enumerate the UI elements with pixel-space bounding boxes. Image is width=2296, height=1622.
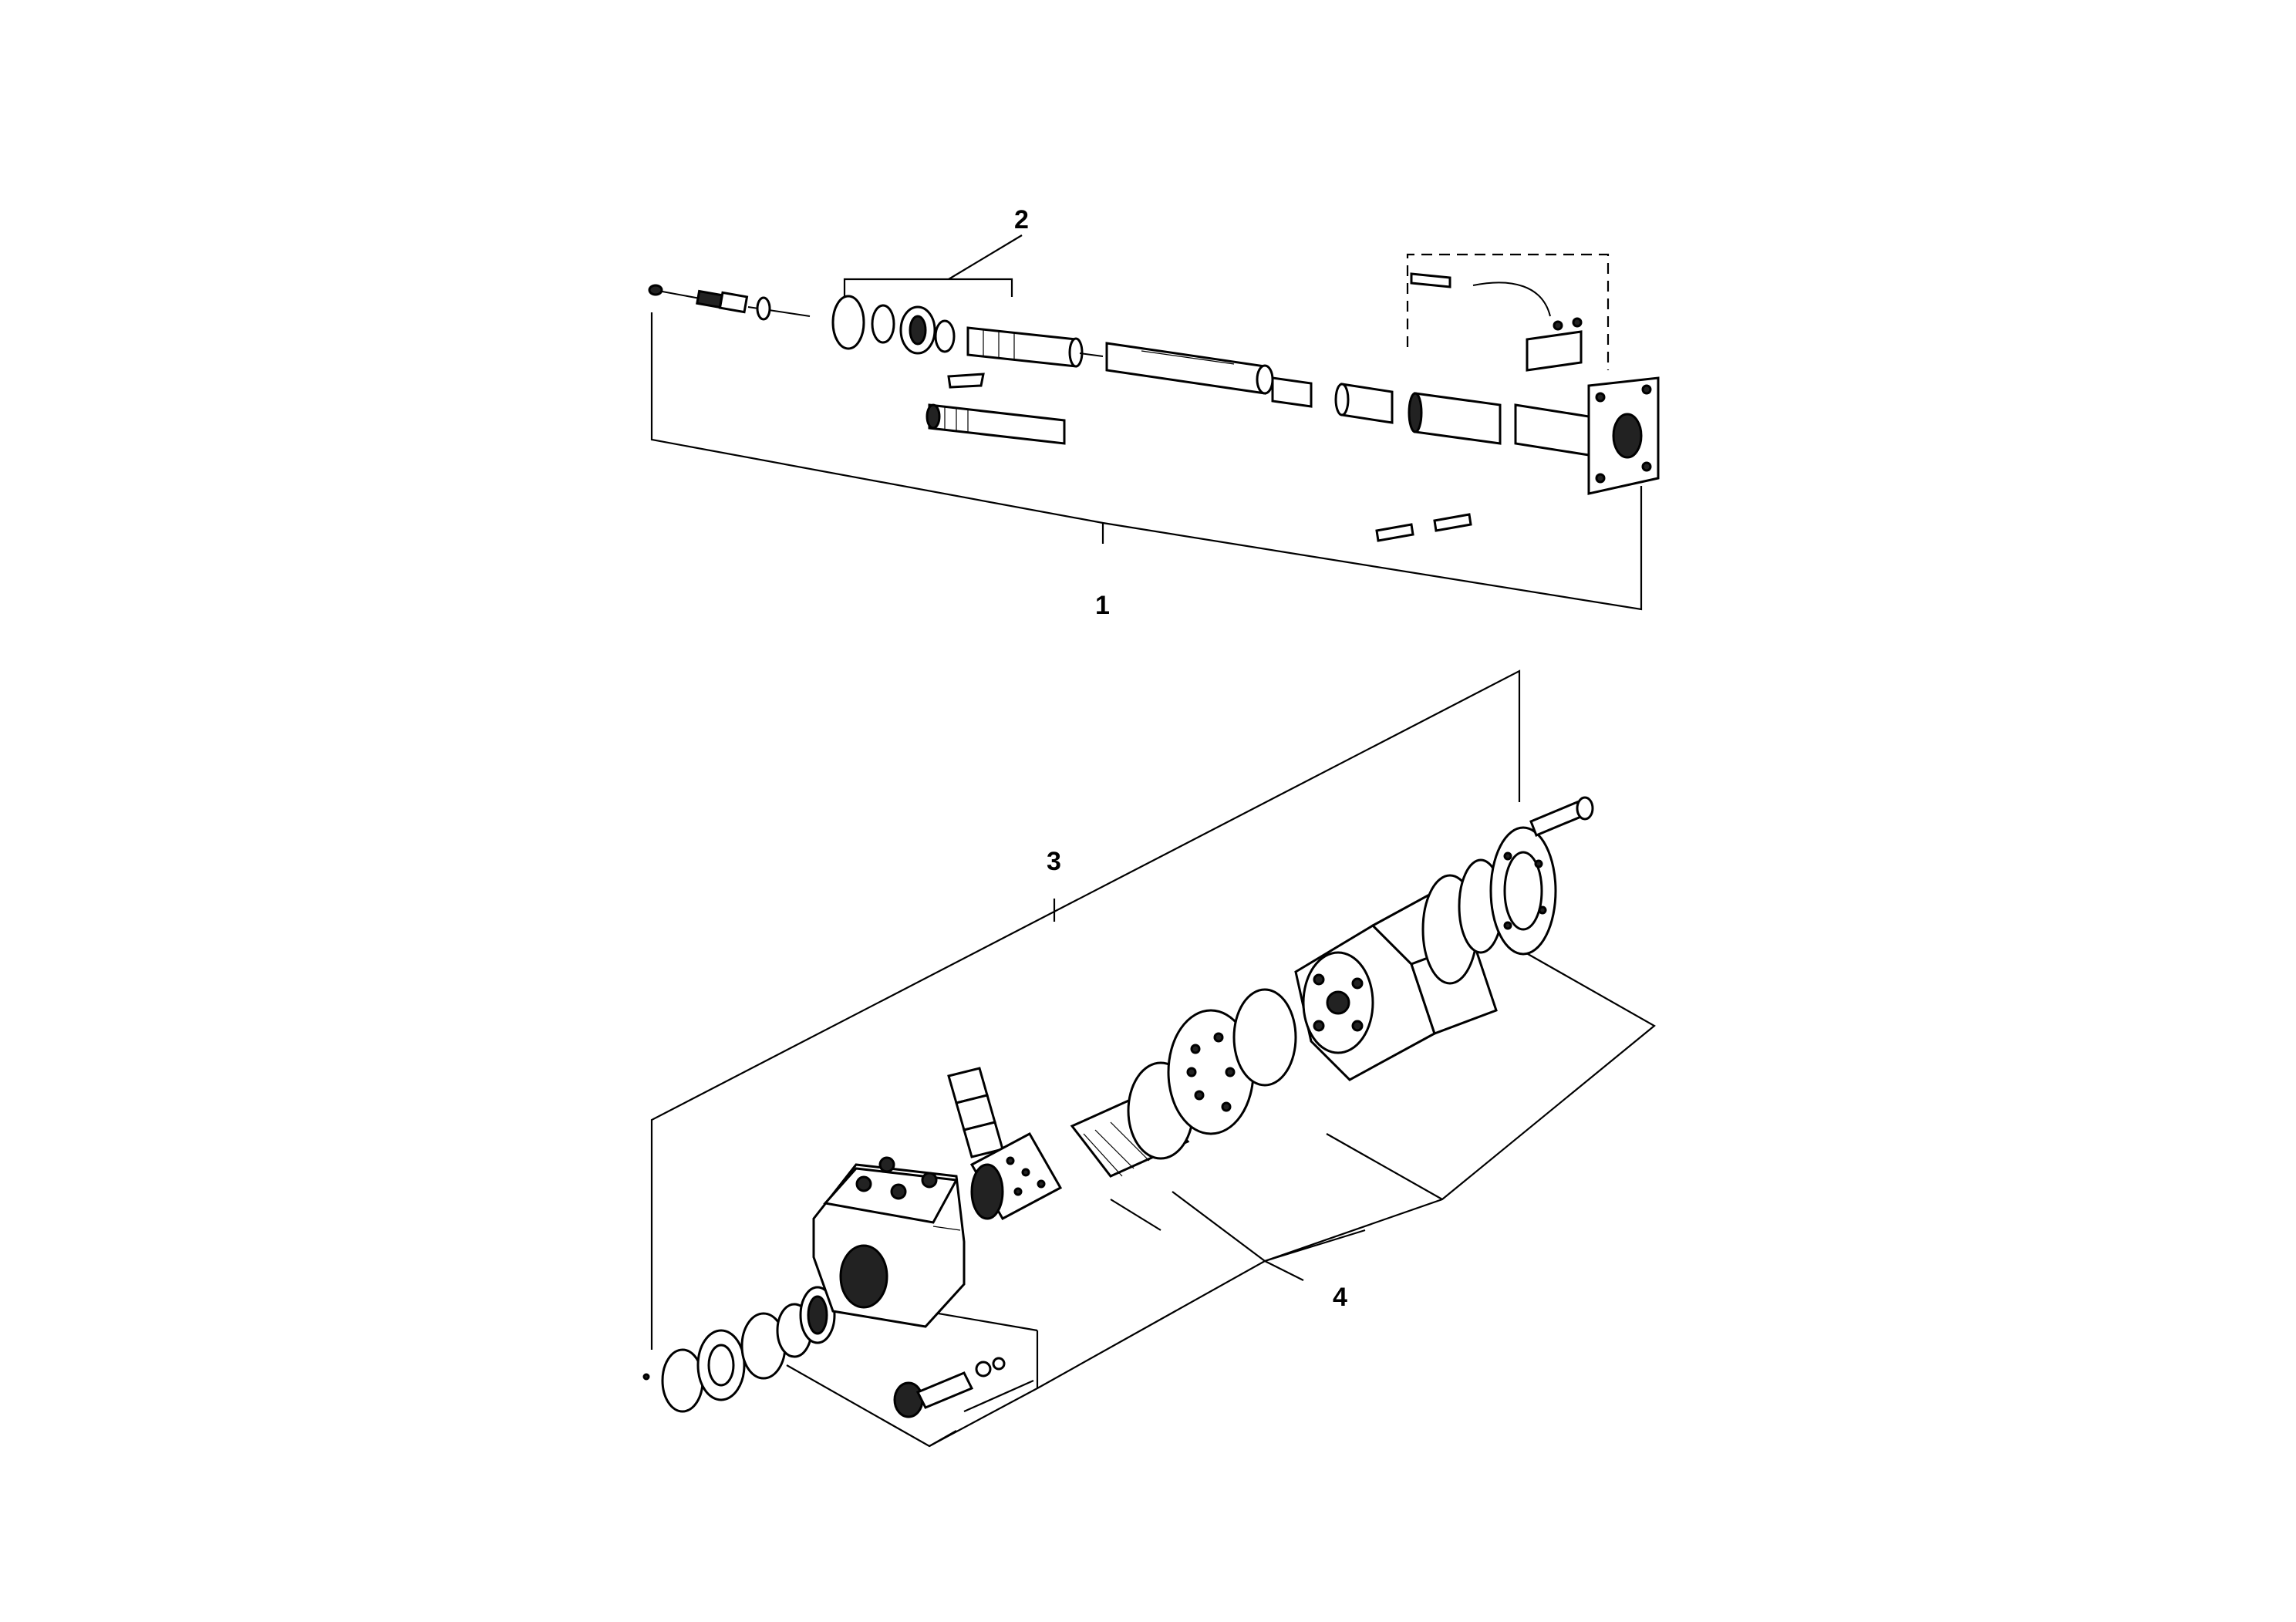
callout-2-bracket: [843, 278, 1013, 297]
cross-pin: [1110, 1199, 1161, 1231]
callout-4-leader-a: [1264, 1229, 1366, 1263]
callout-4-leader-c: [1326, 1133, 1443, 1200]
end-cap: [1458, 826, 1557, 956]
callout-3-bracket: [650, 669, 1521, 1350]
distributor-plate: [1167, 1009, 1255, 1135]
gerotor-set: [1294, 924, 1436, 1081]
control-sleeve: [1105, 342, 1274, 395]
stray-mark: [642, 1373, 650, 1381]
callout-4-leader-b: [1172, 1191, 1266, 1262]
callout-label-2: 2: [1014, 205, 1029, 234]
callout-4-leader-d: [1264, 1260, 1304, 1281]
detail-box: [1406, 253, 1610, 372]
small-washer: [756, 296, 771, 321]
lower-sleeve: [969, 1131, 1063, 1221]
control-spool: [966, 326, 1084, 368]
callout-4-leader-e: [929, 1430, 957, 1447]
pin-left: [1375, 523, 1414, 542]
drive-shaft: [925, 403, 1066, 445]
drive-key: [947, 373, 985, 389]
centering-spring: [1271, 376, 1313, 408]
upper-assembly: [648, 234, 1660, 611]
callout-4-leader-f: [963, 1379, 1034, 1413]
callout-label-1: 1: [1095, 591, 1110, 620]
front-seals: [661, 1286, 836, 1413]
pin-right: [1433, 513, 1472, 532]
seal-kit: [831, 295, 956, 355]
o-ring-middle: [1232, 988, 1297, 1087]
relief-valve: [893, 1357, 1006, 1418]
callout-label-3: 3: [1047, 847, 1061, 876]
leaf-springs: [947, 1067, 1004, 1158]
gerotor-housing: [1408, 392, 1502, 445]
adjusting-screw: [648, 284, 749, 314]
valve-housing: [812, 1156, 966, 1328]
lower-assembly: [642, 669, 1656, 1448]
callout-2-leader: [948, 234, 1023, 280]
end-cover: [1514, 376, 1660, 495]
cap-screw: [1529, 796, 1594, 837]
spacer-sleeve: [1334, 383, 1394, 424]
callout-label-4: 4: [1333, 1283, 1347, 1312]
